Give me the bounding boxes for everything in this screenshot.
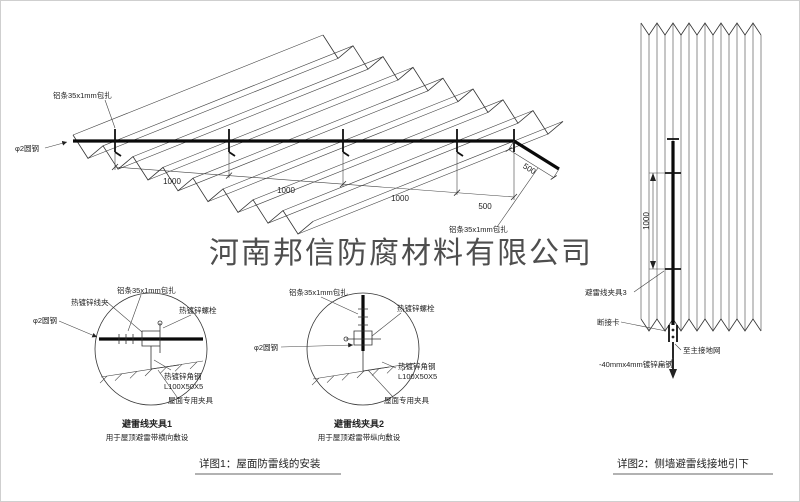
detail2-angle-label-1: 热镀锌角钢 [398,361,436,371]
detail1-leader-lines [106,294,192,398]
detail1-round-steel-leader [58,320,98,338]
roof-strip-label-top: 铝条35x1mm包扎 [53,90,112,100]
roof-strip-label-bottom: 铝条35x1mm包扎 [449,224,508,234]
detail2-bolt-label: 热镀锌螺栓 [397,303,435,313]
dim-extension-lines [114,153,515,200]
dim-line-bend [508,140,560,178]
roof-far-edge [322,34,564,135]
wire-clamps [114,129,515,157]
detail1-roof-clamp-label: 屋面专用夹具 [168,395,213,405]
detail-circle-1: 热镀锌线夹 铝条35x1mm包扎 热镀锌螺栓 φ2圆钢 热镀锌角钢 L100X5… [33,285,217,442]
detail-circle-2: 铝条35x1mm包扎 热镀锌螺栓 φ2圆钢 热镀锌角钢 L100X50X5 屋面… [254,287,437,442]
company-watermark: 河南邦信防腐材料有限公司 [209,237,593,270]
detail2-title: 避雷线夹具2 [334,418,384,429]
detail2-subtitle: 用于屋顶避雷带纵向敷设 [318,432,401,442]
detail1-subtitle: 用于屋顶避雷带横向敷设 [106,432,189,442]
dim-line [114,166,515,198]
detail1-circle [94,292,208,406]
detail2-angle-label-2: L100X50X5 [398,372,437,381]
dim-ticks-bend [505,147,557,180]
detail1-round-steel-label: φ2圆钢 [33,315,57,325]
wall-flat-steel-label: -40mmx4mm镀锌扁钢 [599,359,673,369]
roof-leader-lines [104,99,539,228]
detail2-round-steel-label: φ2圆钢 [254,342,278,352]
roof-round-steel-label: φ2圆钢 [15,143,39,153]
detail2-strip-label: 铝条35x1mm包扎 [289,287,348,297]
detail2-clamp-parts [346,308,390,372]
detail1-title: 避雷线夹具1 [122,418,172,429]
figure2-caption: 详图2：侧墙避雷线接地引下 [617,457,749,470]
dim-label-1000-a: 1000 [163,177,181,186]
detail1-wire-clip-label: 热镀锌线夹 [71,297,109,307]
detail2-round-steel-leader [280,342,354,348]
wall-bottom-edge [640,318,762,332]
wall-wire-clamps [665,172,681,270]
detail2-circle [306,292,420,406]
roof-front-edge [72,134,314,235]
wall-dim-extensions [649,172,665,270]
wall-dim-label: 1000 [642,212,651,230]
roof-dimension-chain: 1000 1000 1000 500 500 [111,140,560,211]
detail2-leader-lines [320,296,402,398]
disconnect-link-plates [668,325,678,342]
dim-label-500-a: 500 [478,202,492,211]
roof-isometric-view [72,34,564,235]
wall-leader-lines [620,270,682,365]
detail1-angle-label-1: 热镀锌角钢 [164,371,202,381]
wall-top-edge [640,22,762,36]
wall-to-ground-label: 至主接地网 [683,345,721,355]
wall-disconnect-label: 断接卡 [597,317,620,327]
wall-elevation: 1000 避雷线夹具3 断接卡 至主接地网 -40mmx4mm镀锌扁钢 [585,22,762,379]
figure-captions: 详图1：屋面防雷线的安装 详图2：侧墙避雷线接地引下 [195,457,773,475]
disconnect-bolt-bottom [671,335,675,339]
wall-dim-arrow-top [650,173,656,181]
disconnect-bolt-top [671,328,675,332]
detail2-bolt-head [343,336,349,342]
dim-label-1000-c: 1000 [391,194,409,203]
detail1-clamp-parts [118,323,180,370]
lightning-wire [73,139,560,171]
detail1-roof-surface [99,360,204,384]
roof-annotations: 铝条35x1mm包扎 φ2圆钢 铝条35x1mm包扎 [15,90,539,234]
figure1-caption: 详图1：屋面防雷线的安装 [199,457,321,470]
detail2-roof-clamp-label: 屋面专用夹具 [384,395,429,405]
dim-label-500-b: 500 [521,162,538,177]
dim-label-1000-b: 1000 [277,186,295,195]
wall-dim-arrow-bottom [650,261,656,269]
detail1-bolt-head [157,320,163,326]
wall-rib-lines [640,23,762,331]
dim-ticks [111,163,518,201]
round-steel-leader [44,140,68,149]
detail1-strip-label: 铝条35x1mm包扎 [117,285,176,295]
wall-clamp-label: 避雷线夹具3 [585,287,627,297]
ground-arrow [669,369,677,379]
detail1-angle-label-2: L100X50X5 [164,382,203,391]
detail2-roof-surface [311,362,416,386]
detail1-bolt-label: 热镀锌螺栓 [179,305,217,315]
